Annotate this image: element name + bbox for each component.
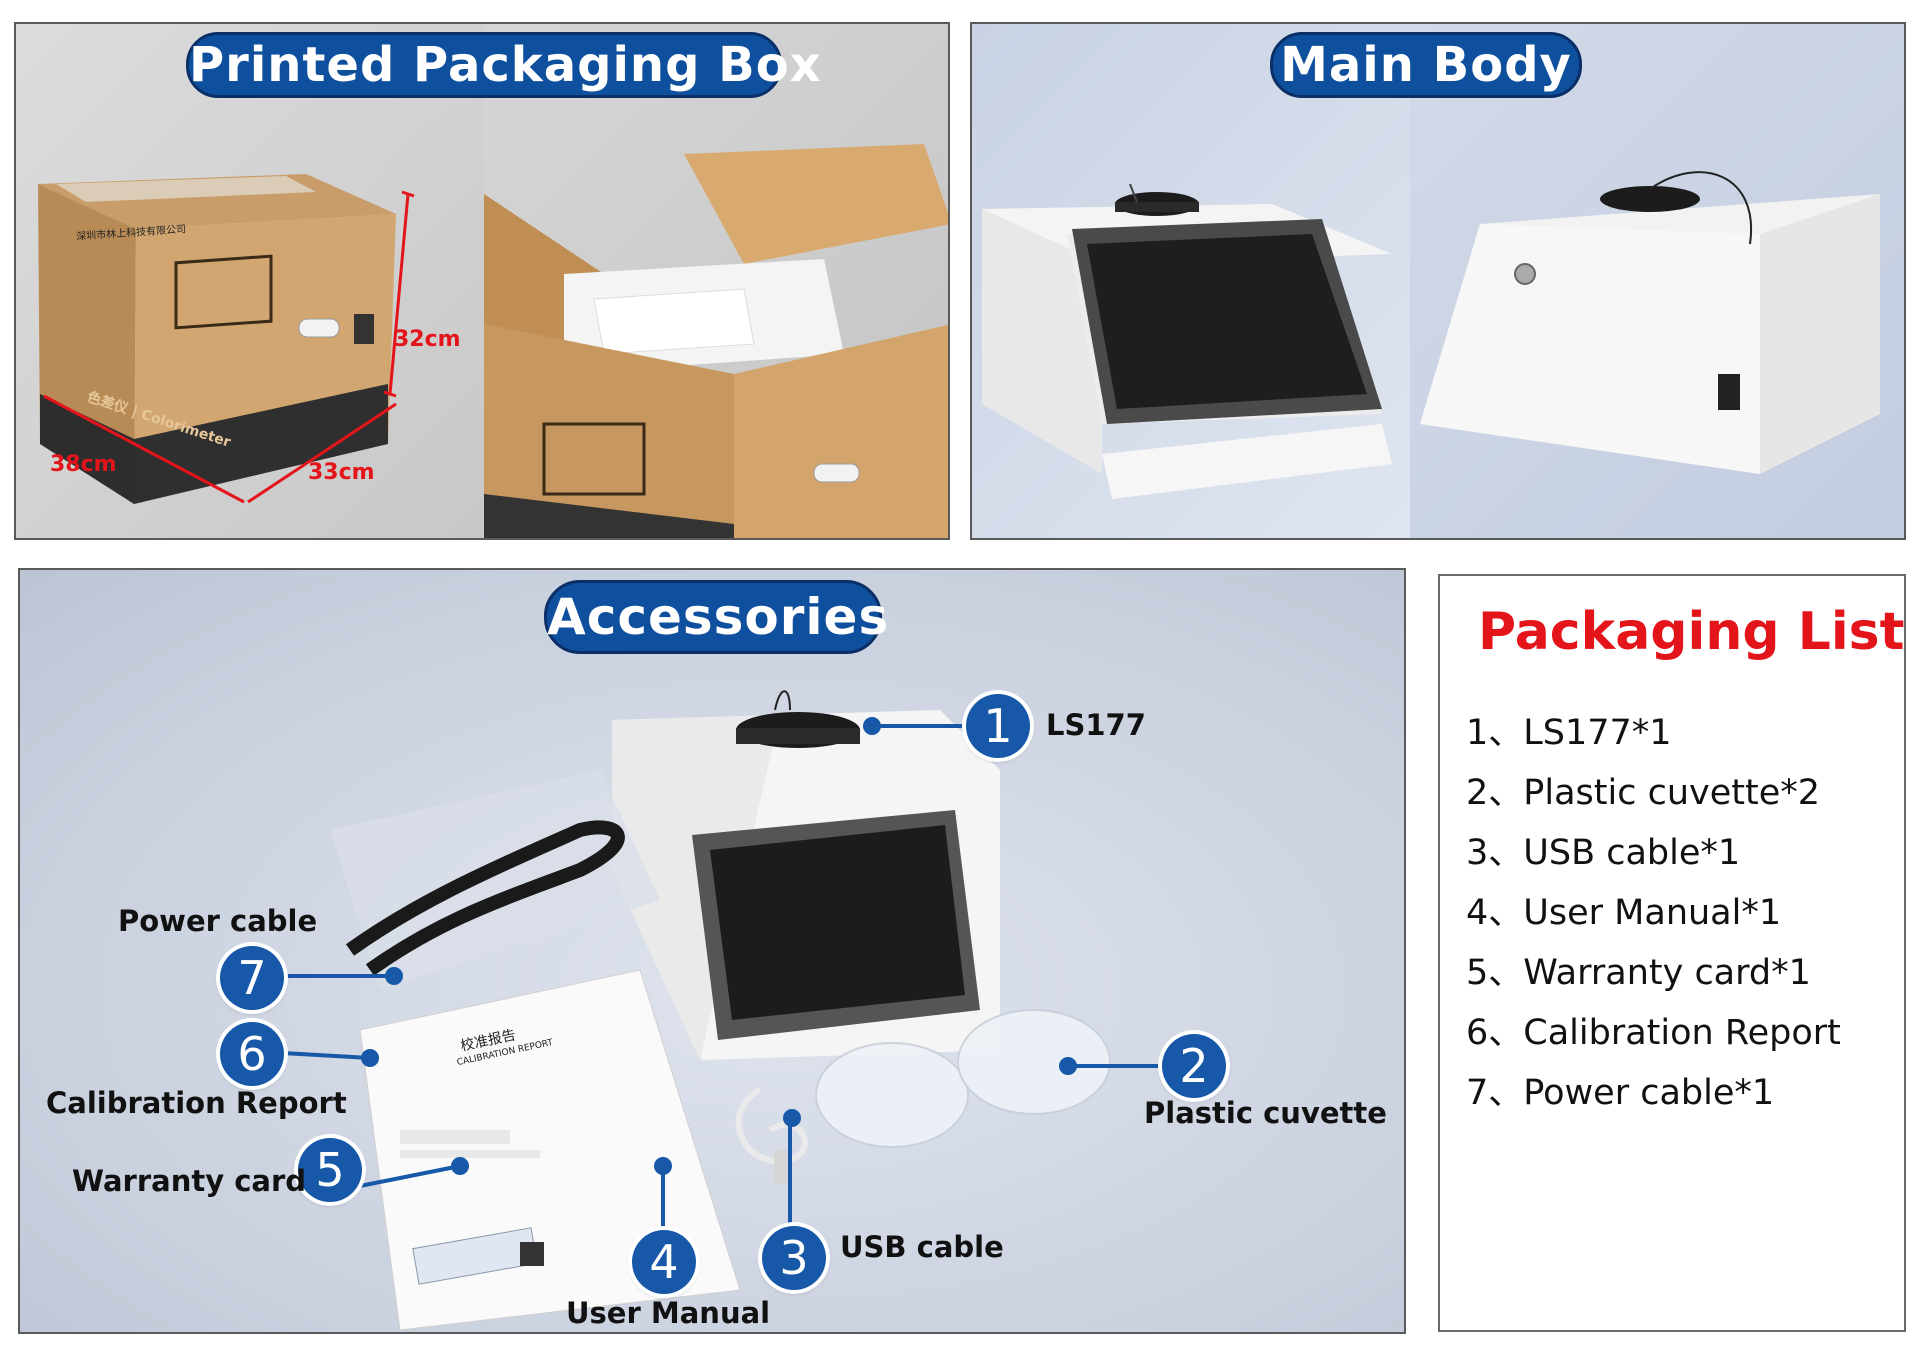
packaging-list-item: 2、Plastic cuvette*2 (1466, 773, 1821, 813)
callout-7-label: Power cable (118, 904, 318, 938)
packaging-box-panel: 深圳市林上科技有限公司 色差仪 | Colorimeter 32cm 38cm … (14, 22, 950, 540)
callout-5-badge: 5 (298, 1138, 362, 1202)
callout-6-label: Calibration Report (46, 1086, 347, 1120)
callout-4-badge: 4 (632, 1230, 696, 1294)
packaging-list-item: 1、LS177*1 (1466, 713, 1672, 753)
opened-box-photo (484, 24, 948, 538)
callout-2-badge: 2 (1162, 1034, 1226, 1098)
packaging-list-item: 7、Power cable*1 (1466, 1073, 1775, 1113)
accessories-title: Accessories (544, 580, 888, 654)
callout-4-label: User Manual (566, 1296, 771, 1330)
packaging-list-item: 4、User Manual*1 (1466, 893, 1782, 933)
main-body-title: Main Body (1270, 32, 1582, 98)
dimension-length-label: 38cm (50, 452, 117, 477)
callout-3-label: USB cable (840, 1230, 1004, 1264)
dimension-height-label: 32cm (394, 327, 461, 352)
main-body-back-photo (1410, 24, 1904, 538)
dimension-width-label: 33cm (308, 460, 375, 485)
instrument-front-illustration (982, 183, 1392, 499)
packaging-list-item: 3、USB cable*1 (1466, 833, 1741, 873)
packaging-list-panel (1438, 574, 1906, 1332)
packaging-box-title: Printed Packaging Box (186, 32, 821, 98)
callout-2-label: Plastic cuvette (1144, 1096, 1387, 1130)
main-body-front-photo (972, 24, 1410, 538)
callout-1-badge: 1 (966, 694, 1030, 758)
packaging-list-item: 6、Calibration Report (1466, 1013, 1841, 1053)
opened-box-illustration (484, 144, 948, 538)
callout-5-label: Warranty card (72, 1164, 307, 1198)
accessories-illustration (263, 690, 1170, 1331)
closed-box-photo: 深圳市林上科技有限公司 色差仪 | Colorimeter 32cm 38cm … (16, 24, 484, 538)
packaging-list-item: 5、Warranty card*1 (1466, 953, 1811, 993)
callout-1-label: LS177 (1046, 708, 1146, 742)
main-body-panel: Main Body (970, 22, 1906, 540)
callout-3-badge: 3 (762, 1226, 826, 1290)
accessories-panel: 校准报告 CALIBRATION REPORT Accessories 1 LS… (18, 568, 1406, 1334)
instrument-back-illustration (1420, 171, 1880, 474)
closed-box-illustration (38, 174, 415, 504)
callout-7-badge: 7 (220, 946, 284, 1010)
packaging-list-title: Packaging List (1478, 602, 1905, 662)
callout-6-badge: 6 (220, 1022, 284, 1086)
